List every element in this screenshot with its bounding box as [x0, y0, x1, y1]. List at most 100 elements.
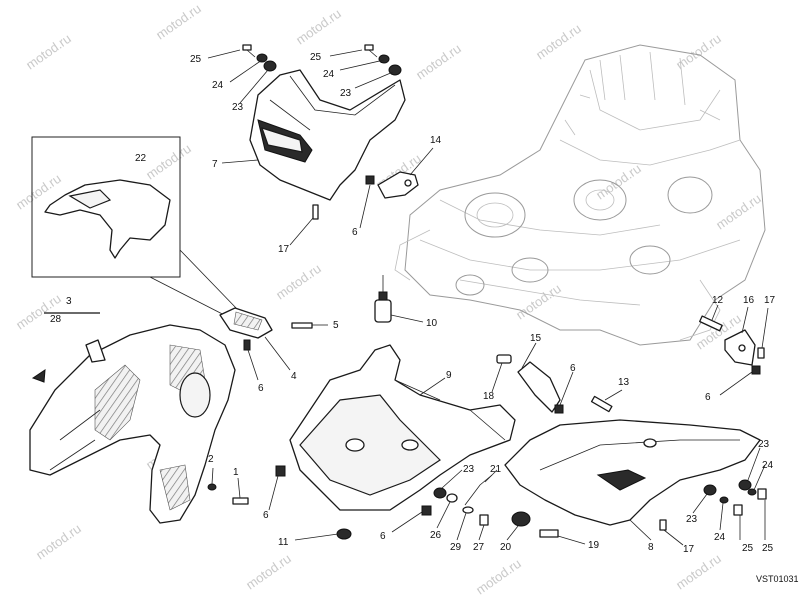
grommet-icon [388, 64, 402, 76]
washer-26-icon [446, 493, 458, 503]
grommet-23-icon [738, 479, 752, 491]
callout-label: 17 [278, 244, 290, 255]
grommet-20-icon [511, 511, 531, 527]
decal-28-icon [31, 369, 46, 383]
screw-5-icon [291, 322, 313, 329]
watermark-text: motod.ru [293, 6, 344, 48]
nut-11-icon [336, 528, 352, 540]
callout-label: 9 [446, 370, 452, 381]
callout-label: 6 [380, 531, 386, 542]
callout-label: 3 [66, 296, 72, 307]
callout-label: 23 [463, 464, 475, 475]
grommet-24-icon [719, 496, 729, 504]
callout-label: 25 [742, 543, 754, 554]
clip-6-icon [275, 465, 286, 477]
callout-label: 25 [310, 52, 322, 63]
screw-25-icon [733, 504, 743, 516]
callout-label: 11 [278, 537, 289, 548]
callout-label: 29 [450, 542, 462, 553]
callout-label: 23 [232, 102, 244, 113]
lower-fairing-9 [289, 344, 516, 511]
bolt-18-icon [496, 354, 512, 364]
watermark-text: motod.ru [533, 21, 584, 63]
bracket-14 [365, 171, 419, 199]
engine-outline [394, 44, 766, 346]
leader-lines [207, 49, 769, 546]
callout-label: 12 [712, 295, 724, 306]
inset-detail-22 [31, 136, 239, 323]
fastener-group-top [242, 44, 402, 76]
callout-label: 26 [430, 530, 442, 541]
watermark-text: motod.ru [243, 551, 294, 593]
bracket-16 [699, 315, 765, 375]
grommet-icon [378, 54, 390, 64]
callout-label: 24 [212, 80, 224, 91]
callout-label: 24 [714, 532, 726, 543]
callout-label: 24 [762, 460, 774, 471]
callout-label: 17 [683, 544, 695, 555]
callout-label: 22 [135, 153, 147, 164]
callout-label: 17 [764, 295, 776, 306]
callout-label: 8 [648, 542, 654, 553]
callout-label: 10 [426, 318, 438, 329]
clip-6-icon [554, 404, 564, 414]
callout-label: 23 [686, 514, 698, 525]
watermark-text: motod.ru [33, 521, 84, 563]
washer-2-icon [207, 483, 217, 491]
callout-labels: 25 24 23 25 24 23 7 14 17 6 22 3 28 5 10… [50, 52, 776, 555]
watermark-text: motod.ru [153, 1, 204, 43]
callout-label: 14 [430, 135, 442, 146]
front-mudguard-3 [29, 312, 236, 524]
callout-label: 16 [743, 295, 755, 306]
screw-25-icon [757, 488, 767, 500]
callout-label: 6 [570, 363, 576, 374]
lower-side-fairing-8 [504, 419, 761, 526]
callout-label: 19 [588, 540, 600, 551]
sensor-10 [374, 275, 392, 323]
callout-label: 23 [758, 439, 770, 450]
callout-label: 6 [705, 392, 711, 403]
callout-label: 5 [333, 320, 339, 331]
callout-label: 28 [50, 314, 62, 325]
callout-label: 6 [263, 510, 269, 521]
watermark-text: motod.ru [273, 261, 324, 303]
watermark-text: motod.ru [143, 141, 194, 183]
screw-27-icon [479, 514, 489, 526]
spring-29-icon [462, 506, 474, 514]
screw-12-icon [699, 315, 723, 332]
drawing-code: VST01031 [756, 574, 799, 584]
callout-label: 25 [762, 543, 774, 554]
watermark-text: motod.ru [673, 551, 724, 593]
grommet-24-icon [747, 488, 757, 496]
bolt-19-icon [539, 529, 559, 538]
grommet-icon [263, 60, 277, 72]
callout-label: 13 [618, 377, 630, 388]
watermark-text: motod.ru [473, 556, 524, 598]
clip-icon [365, 175, 375, 185]
watermark-text: motod.ru [513, 281, 564, 323]
callout-label: 21 [490, 464, 502, 475]
grommet-23-icon [703, 484, 717, 496]
callout-label: 18 [483, 391, 495, 402]
fastener-group-bottom [207, 465, 767, 540]
watermark-text: motod.ru [713, 191, 764, 233]
screw-icon [364, 44, 374, 51]
callout-label: 25 [190, 54, 202, 65]
callout-label: 1 [233, 467, 239, 478]
callout-label: 24 [323, 69, 335, 80]
callout-label: 6 [258, 383, 264, 394]
screw-icon [242, 44, 252, 51]
callout-label: 15 [530, 333, 542, 344]
callout-label: 7 [212, 159, 218, 170]
callout-label: 6 [352, 227, 358, 238]
callout-label: 4 [291, 371, 297, 382]
grommet-icon [256, 53, 268, 63]
callout-label: 2 [208, 454, 214, 465]
callout-label: 23 [340, 88, 352, 99]
screw-1-icon [232, 497, 249, 505]
screw-17-icon [659, 519, 667, 531]
watermark-text: motod.ru [413, 41, 464, 83]
screw-13-icon [590, 395, 613, 413]
